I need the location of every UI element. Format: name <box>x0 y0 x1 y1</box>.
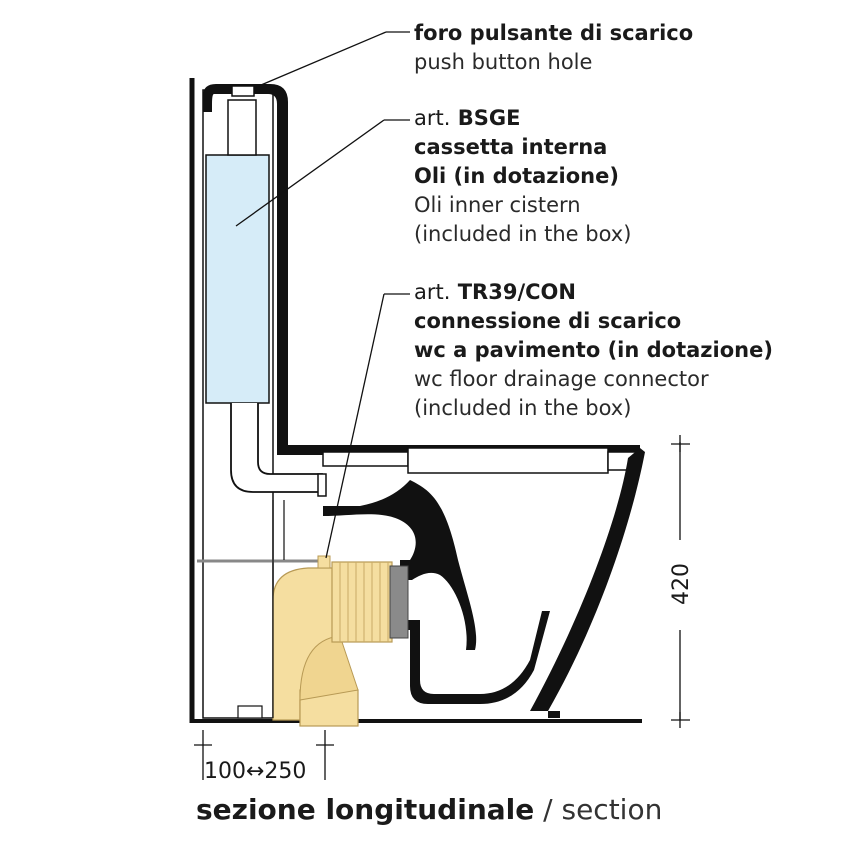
callout-connector-art-prefix: art. <box>414 280 451 304</box>
bowl-base <box>548 711 560 718</box>
callout-cistern-line4: Oli inner cistern <box>414 193 581 217</box>
callout-cistern: art. BSGE cassetta interna Oli (in dotaz… <box>414 104 631 249</box>
offset-dimension-label: 100↔250 <box>204 759 306 784</box>
floor-fixing <box>237 705 263 719</box>
bowl-outlet <box>400 611 550 704</box>
push-button <box>231 85 255 97</box>
height-dimension-label: 420 <box>669 563 694 605</box>
callout-cistern-line5: (included in the box) <box>414 222 632 246</box>
drain-connector <box>272 555 393 727</box>
offset-dimension <box>194 730 334 780</box>
inner-cistern <box>205 154 270 404</box>
callout-push-button: foro pulsante di scarico push button hol… <box>414 19 693 77</box>
section-caption-separator: / <box>534 793 562 826</box>
bowl-front <box>530 448 645 711</box>
height-dimension <box>671 435 690 728</box>
callout-cistern-art-prefix: art. <box>414 106 451 130</box>
callout-push-button-subtitle: push button hole <box>414 50 593 74</box>
callout-connector-line3: wc a pavimento (in dotazione) <box>414 338 773 362</box>
callout-connector-line5: (included in the box) <box>414 396 632 420</box>
section-caption-bold: sezione longitudinale <box>196 793 535 826</box>
flush-column <box>227 99 257 156</box>
lid <box>407 447 609 474</box>
callout-cistern-line3: Oli (in dotazione) <box>414 164 619 188</box>
callout-connector-art-code: TR39/CON <box>457 280 576 304</box>
callout-connector-line4: wc floor drainage connector <box>414 367 709 391</box>
leader-cistern-2 <box>235 119 385 227</box>
callout-cistern-art-code: BSGE <box>457 106 521 130</box>
section-caption-regular: section <box>561 793 663 826</box>
leader-push-button-2 <box>253 31 387 89</box>
callout-connector-line2: connessione di scarico <box>414 309 682 333</box>
rubber-seal <box>389 565 409 639</box>
bowl-trap <box>323 480 477 650</box>
callout-connector: art. TR39/CON connessione di scarico wc … <box>414 278 773 423</box>
flush-pipe-cap <box>317 473 327 497</box>
section-caption: sezione longitudinale / section <box>196 793 662 826</box>
callout-cistern-line2: cassetta interna <box>414 135 608 159</box>
seat <box>322 451 409 467</box>
leader-connector-2 <box>325 293 385 559</box>
callout-push-button-title: foro pulsante di scarico <box>414 21 694 45</box>
